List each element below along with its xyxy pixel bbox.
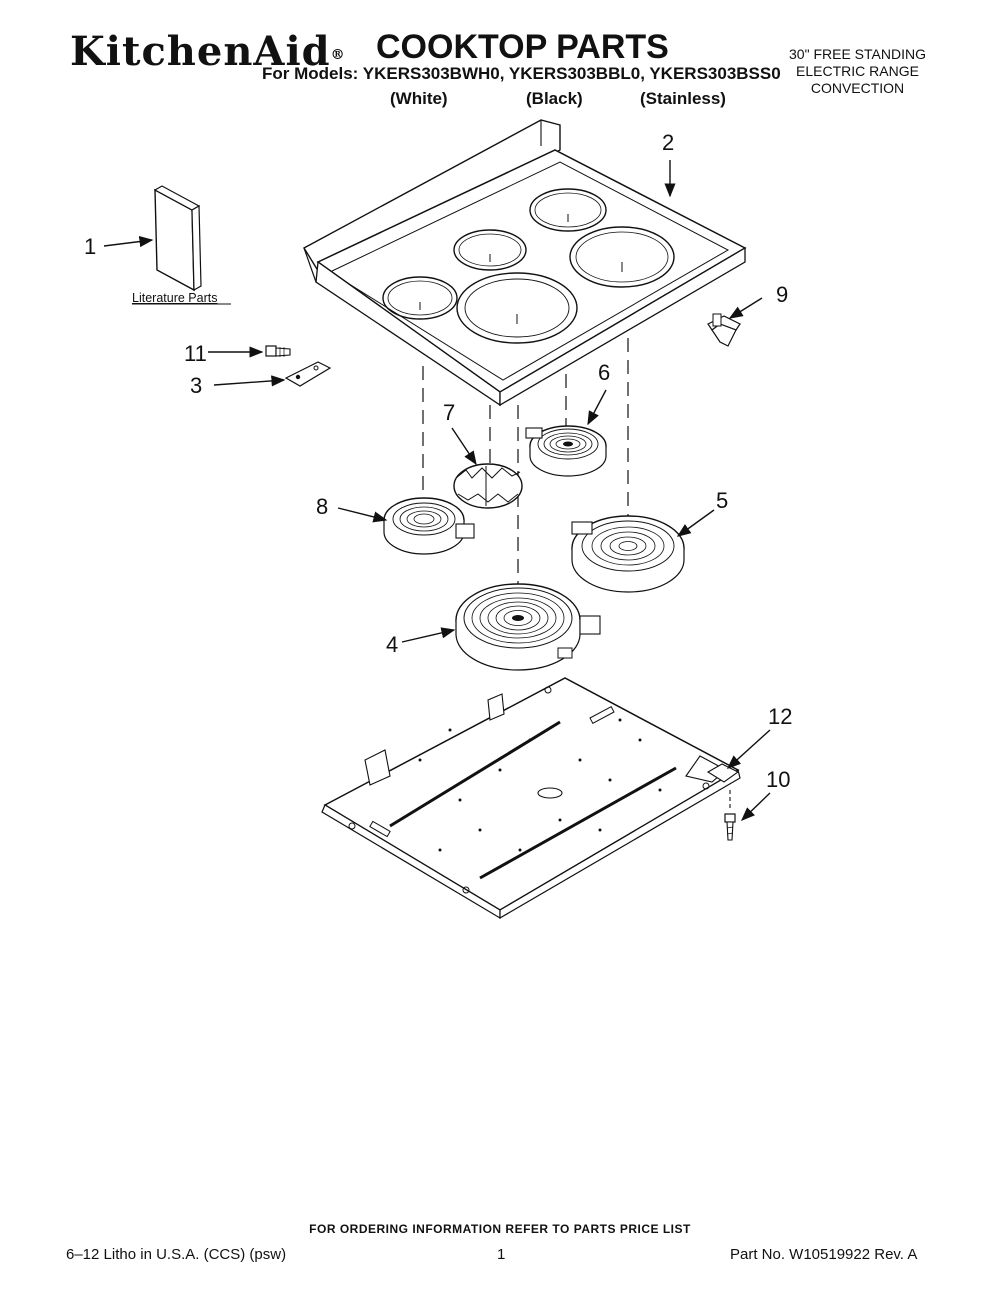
ordering-note: FOR ORDERING INFORMATION REFER TO PARTS … (309, 1222, 691, 1236)
brand-logo: KitchenAid® (70, 28, 346, 75)
callout-8: 8 (316, 494, 328, 519)
left-radiant-element (383, 497, 475, 555)
spec-line-3: CONVECTION (810, 80, 905, 96)
models-line: For Models: YKERS303BWH0, YKERS303BBL0, … (262, 64, 781, 83)
finish-white: (White) (390, 89, 448, 108)
callout-3: 3 (190, 373, 202, 398)
screw-and-bracket (265, 345, 332, 387)
burner-box-plate (321, 677, 741, 920)
callout-7: 7 (443, 400, 455, 425)
spec-line-1: 30" FREE STANDING (789, 46, 926, 62)
callout-9: 9 (776, 282, 788, 307)
bracket-clip (707, 313, 741, 347)
insulation-disc (453, 463, 523, 509)
literature-parts-label: Literature Parts (132, 291, 217, 305)
callout-4: 4 (386, 632, 398, 657)
callout-5: 5 (716, 488, 728, 513)
part-number: Part No. W10519922 Rev. A (730, 1246, 918, 1263)
registered-mark: ® (330, 47, 346, 63)
callout-10: 10 (766, 767, 790, 792)
spec-line-2: ELECTRIC RANGE (796, 63, 919, 79)
litho-info: 6–12 Litho in U.S.A. (CCS) (psw) (66, 1246, 287, 1263)
cooktop-glass-top (303, 119, 747, 407)
callout-2: 2 (662, 130, 674, 155)
brand-name: KitchenAid (70, 28, 331, 75)
page-number: 1 (497, 1246, 506, 1263)
clip-and-screw (706, 763, 740, 841)
callout-11: 11 (184, 341, 207, 366)
callout-12: 12 (768, 704, 792, 729)
page-title: COOKTOP PARTS (376, 28, 669, 66)
callout-numbers: 1 2 3 4 5 6 7 8 9 10 11 12 (84, 130, 792, 792)
finish-black: (Black) (526, 89, 583, 108)
right-radiant-element (571, 515, 685, 593)
small-radiant-element (525, 425, 607, 477)
callout-6: 6 (598, 360, 610, 385)
callout-1: 1 (84, 234, 96, 259)
leader-arrows (103, 160, 771, 821)
finish-stainless: (Stainless) (640, 89, 726, 108)
large-dual-radiant-element (455, 583, 601, 671)
literature-booklet (153, 185, 202, 292)
